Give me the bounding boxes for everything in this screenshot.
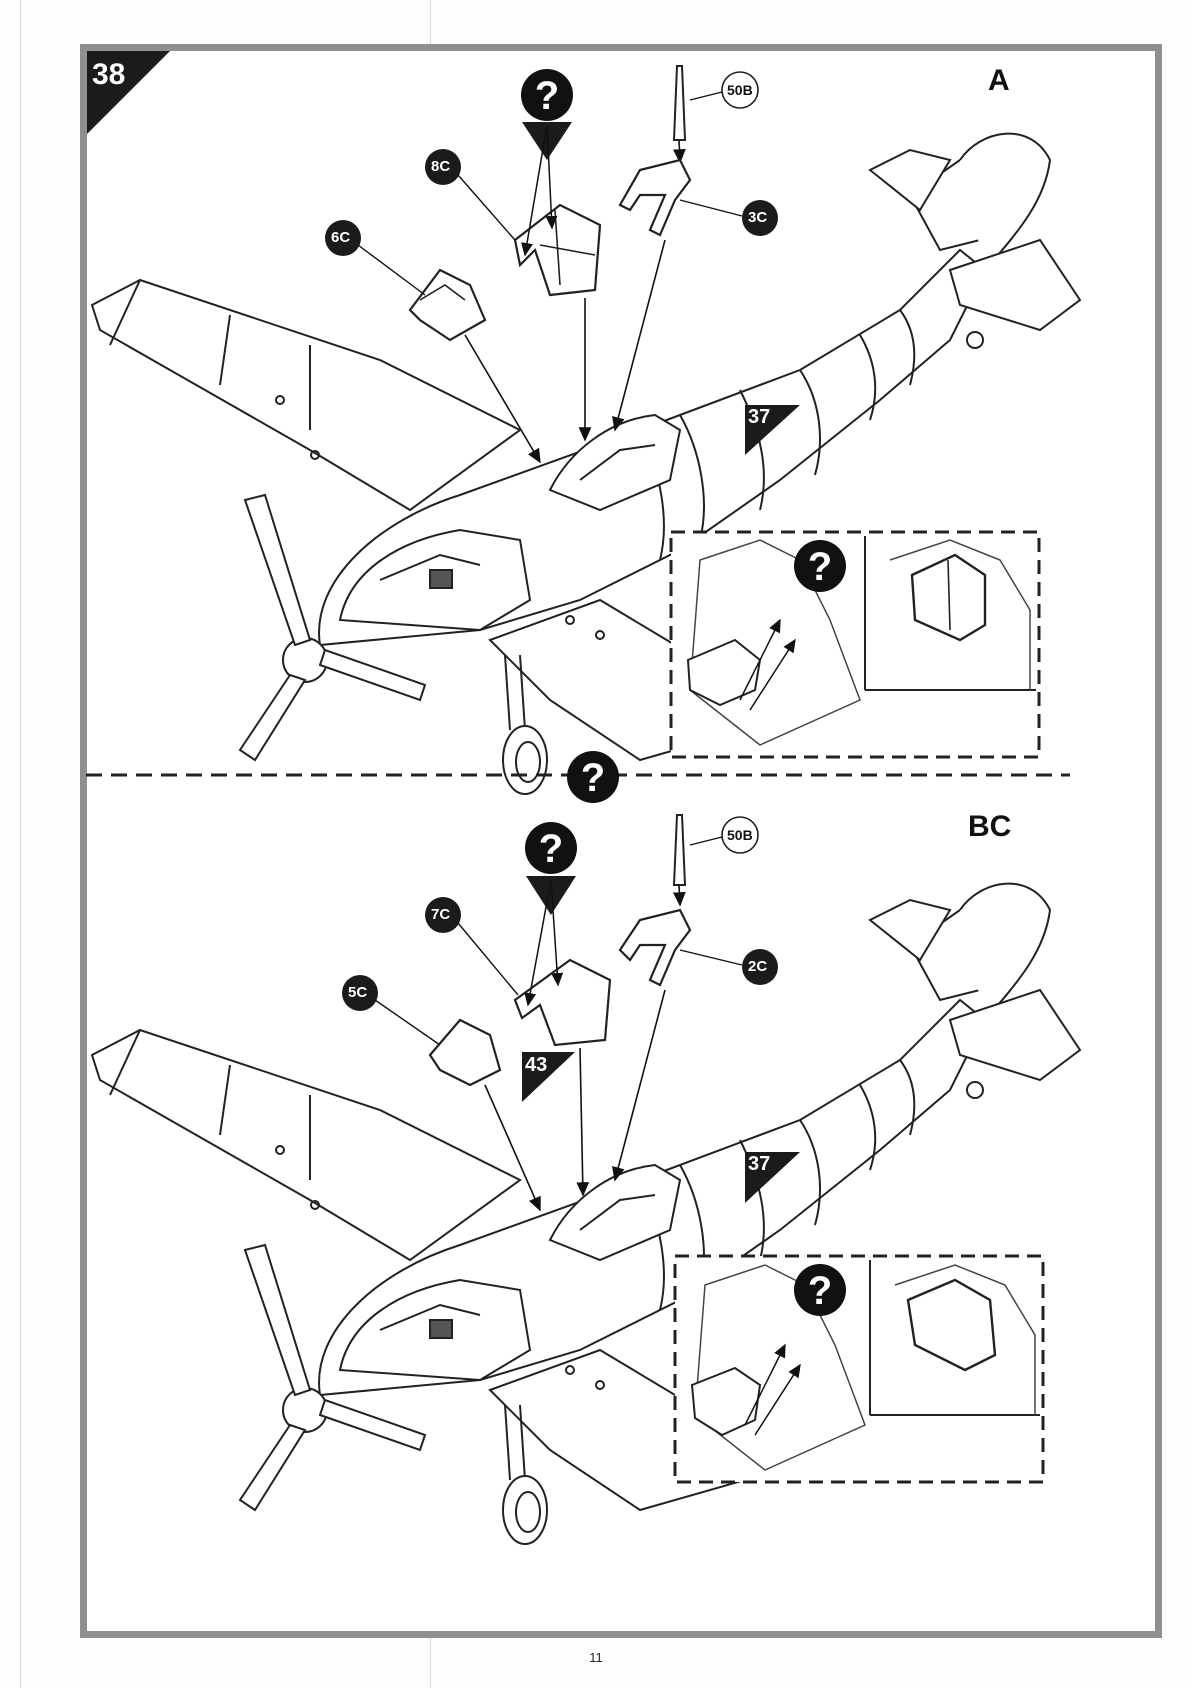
page-number: 11 <box>0 1650 1192 1665</box>
variant-label-a: A <box>988 64 1010 98</box>
ref-step-label: 37 <box>748 406 770 429</box>
ref-step-label: 37 <box>748 1153 770 1176</box>
ref-step-label: 43 <box>525 1054 547 1077</box>
variant-a-panel <box>87 51 1080 794</box>
question-mark-icon <box>794 540 846 592</box>
part-label: 6C <box>331 229 350 246</box>
question-mark-icon <box>521 69 573 121</box>
part-label: 5C <box>348 984 367 1001</box>
part-label: 2C <box>748 958 767 975</box>
question-mark-icon <box>525 822 577 874</box>
pin-part-label: 50B <box>727 82 753 98</box>
part-label: 3C <box>748 209 767 226</box>
question-mark-icon <box>567 751 619 803</box>
part-label: 8C <box>431 158 450 175</box>
part-label: 7C <box>431 906 450 923</box>
pin-part-label: 50B <box>727 827 753 843</box>
step-number: 38 <box>92 58 125 92</box>
question-mark-icon <box>794 1264 846 1316</box>
variant-label-bc: BC <box>968 810 1011 844</box>
variant-bc-panel <box>92 815 1080 1544</box>
